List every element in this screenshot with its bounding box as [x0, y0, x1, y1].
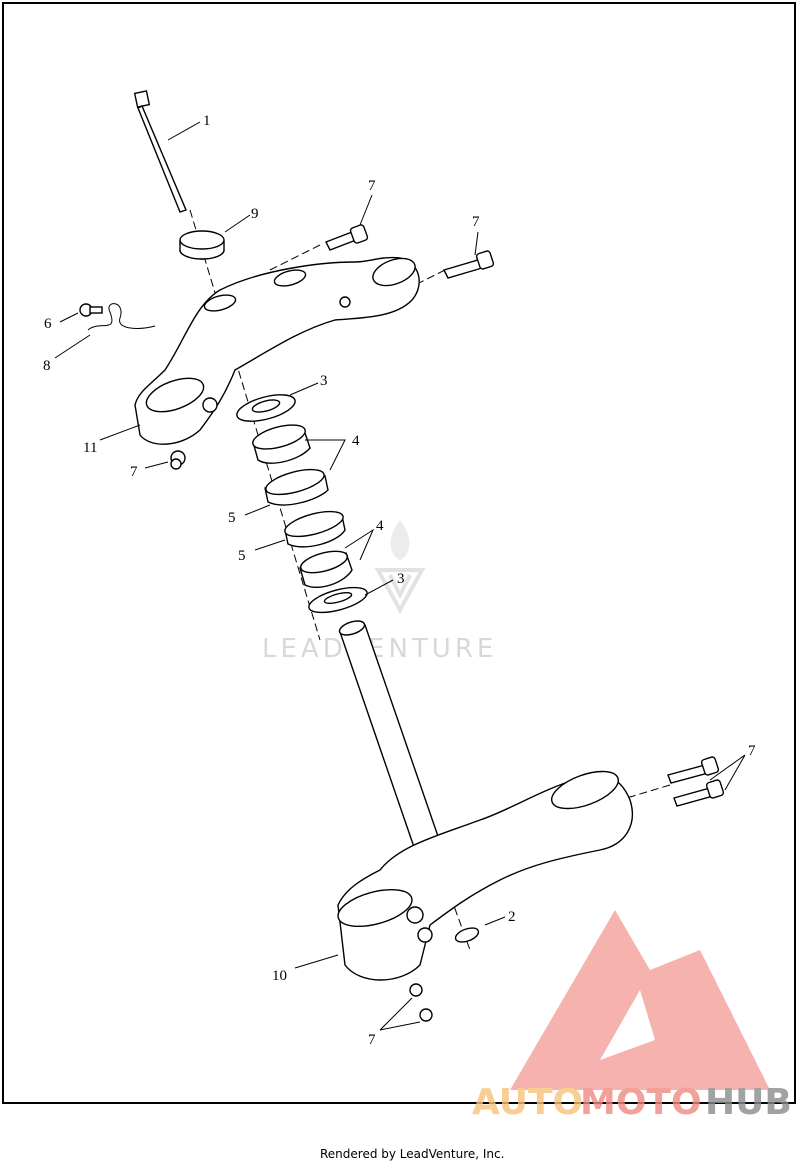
callout-2: 2 [508, 909, 516, 925]
callout-7: 7 [368, 178, 376, 194]
part-7-bolt [442, 250, 495, 279]
part-6-screw [79, 303, 103, 317]
callout-1: 1 [203, 113, 211, 129]
part-9-bushing [179, 230, 225, 260]
part-4-bearing [299, 550, 353, 588]
callout-11: 11 [83, 440, 97, 456]
part-4-bearing [252, 424, 311, 464]
part-5-race [284, 510, 346, 548]
callout-3: 3 [320, 373, 328, 389]
part-1-pinch-bolt [133, 90, 187, 213]
footer-credit: Rendered by LeadVenture, Inc. [320, 1147, 505, 1161]
part-7-bolt [409, 983, 433, 1022]
part-3-dust-seal [308, 586, 368, 614]
steering-stem [338, 620, 441, 851]
part-10-lower-triple-clamp [337, 770, 634, 981]
callout-4: 4 [376, 518, 384, 534]
leadventure-watermark: LEADVENTURE [262, 520, 497, 664]
leader-lines [54, 121, 746, 1031]
part-7-bolt [170, 450, 186, 470]
callout-7: 7 [748, 743, 756, 759]
callout-5: 5 [228, 510, 236, 526]
callout-8: 8 [43, 358, 51, 374]
callout-3: 3 [397, 571, 405, 587]
axis-line-bolt-7a [269, 244, 321, 271]
callout-4: 4 [352, 433, 360, 449]
part-2-washer [454, 927, 480, 943]
callout-7: 7 [130, 464, 138, 480]
callout-6: 6 [44, 316, 52, 332]
svg-text:AUTO: AUTO [472, 1082, 583, 1123]
part-3-dust-seal [236, 394, 296, 422]
axis-line-upper [189, 209, 321, 641]
diagram-frame [2, 2, 796, 1104]
part-7-bolt [325, 224, 369, 251]
svg-text:MOTO: MOTO [580, 1082, 702, 1123]
svg-text:LEADVENTURE: LEADVENTURE [262, 634, 497, 664]
part-11-upper-triple-clamp [134, 256, 420, 445]
part-7-bolt [673, 779, 725, 807]
svg-text:HUB: HUB [705, 1082, 792, 1123]
part-5-race [264, 468, 329, 506]
callout-7: 7 [368, 1032, 376, 1048]
callout-9: 9 [251, 206, 259, 222]
part-7-bolt [667, 756, 720, 784]
callout-5: 5 [238, 548, 246, 564]
callout-7: 7 [472, 214, 480, 230]
callout-10: 10 [272, 968, 287, 984]
automotohub-watermark: AUTO MOTO HUB [472, 910, 792, 1123]
part-8-wire-clip [87, 303, 156, 331]
